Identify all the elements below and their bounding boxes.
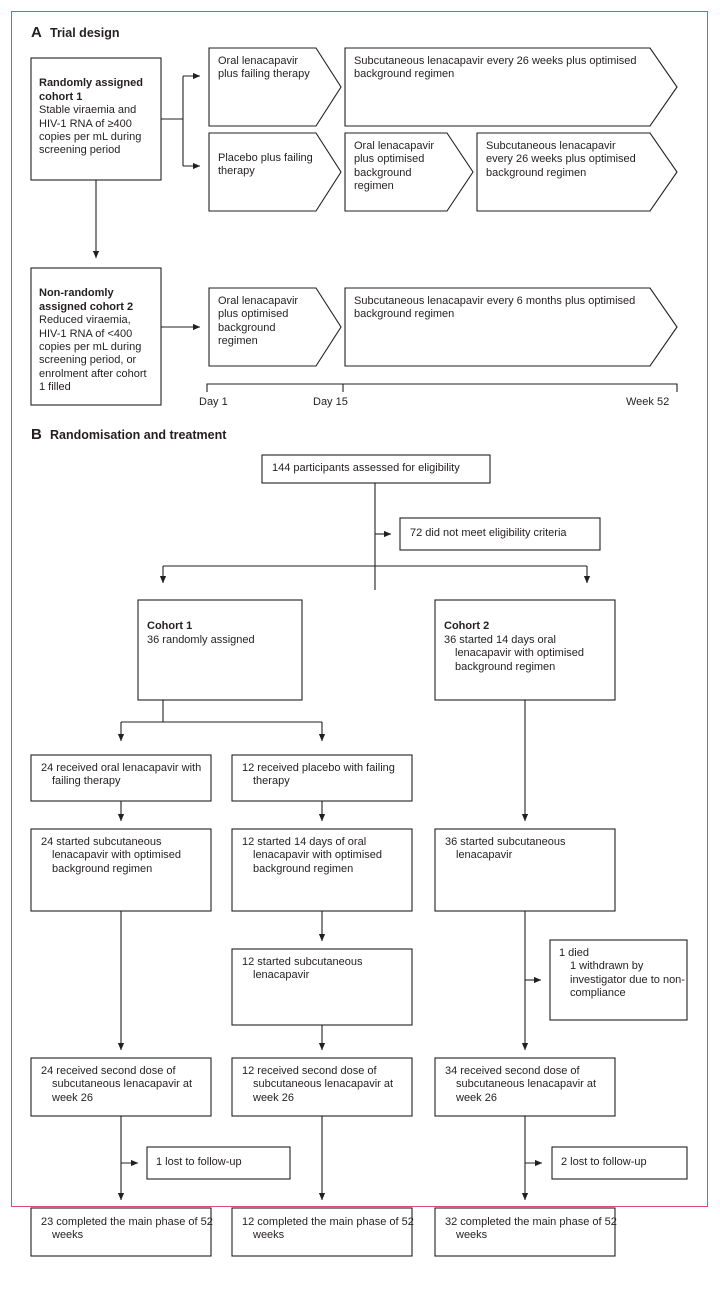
panel-b-letter: B	[31, 426, 42, 443]
figure-border	[11, 11, 708, 1207]
node-c1-sc: 24 started subcutaneous lenacapavir with…	[41, 836, 182, 875]
cohort2-design-body: Reduced viraemia, HIV-1 RNA of <400 copi…	[39, 314, 147, 394]
node-c1-oral: 24 received oral lenacapavir with failin…	[41, 762, 202, 788]
node-cohort2: Cohort 2 36 started 14 days oral lenacap…	[444, 607, 610, 687]
step-placebo-failing: Placebo plus failing therapy	[218, 152, 313, 178]
node-c1p-complete: 12 completed the main phase of 52 weeks	[242, 1216, 414, 1242]
step-oral-lena-obr: Oral lenacapavir plus optimised backgrou…	[354, 140, 435, 193]
node-excluded: 72 did not meet eligibility criteria	[410, 527, 567, 539]
node-c2-sc: 36 started subcutaneous lenacapavir	[445, 836, 566, 862]
node-c2-complete: 32 completed the main phase of 52 weeks	[445, 1216, 617, 1242]
node-cohort2-heading: Cohort 2	[444, 620, 490, 633]
step-sc-lena-26wk-obr: Subcutaneous lenacapavir every 26 weeks …	[354, 55, 637, 81]
step-sc-lena-26wk-obr-2: Subcutaneous lenacapavir every 26 weeks …	[486, 140, 636, 179]
cohort1-design-body: Stable viraemia and HIV-1 RNA of ≥400 co…	[39, 104, 142, 157]
node-c1-complete: 23 completed the main phase of 52 weeks	[41, 1216, 213, 1242]
node-c2-loss: 1 died 1 withdrawn by investigator due t…	[559, 947, 685, 1000]
node-cohort1-body: 36 randomly assigned	[147, 633, 255, 646]
cohort1-design-box: Randomly assigned cohort 1 Stable viraem…	[39, 64, 155, 158]
node-c1-lost: 1 lost to follow-up	[156, 1156, 242, 1168]
timeline-tick-day15: Day 15	[313, 396, 348, 408]
cohort2-design-heading: Non-randomly assigned cohort 2	[39, 287, 134, 313]
node-c1-placebo-sc: 12 started subcutaneous lenacapavir	[242, 956, 363, 982]
cohort1-design-heading: Randomly assigned cohort 1	[39, 77, 143, 103]
node-c1-second-dose: 24 received second dose of subcutaneous …	[41, 1065, 193, 1104]
cohort2-design-box: Non-randomly assigned cohort 2 Reduced v…	[39, 274, 155, 395]
timeline-tick-day1: Day 1	[199, 396, 228, 408]
node-c1p-second-dose: 12 received second dose of subcutaneous …	[242, 1065, 394, 1104]
node-cohort1-heading: Cohort 1	[147, 620, 193, 633]
panel-a-letter: A	[31, 24, 42, 41]
node-cohort2-body: 36 started 14 days oral lenacapavir with…	[444, 633, 585, 673]
step-cohort2-oral-lena-obr: Oral lenacapavir plus optimised backgrou…	[218, 295, 299, 348]
node-assessed: 144 participants assessed for eligibilit…	[272, 462, 460, 474]
step-cohort2-sc-lena-6mo-obr: Subcutaneous lenacapavir every 6 months …	[354, 295, 636, 321]
timeline-tick-week52: Week 52	[626, 396, 670, 408]
node-c2-second-dose: 34 received second dose of subcutaneous …	[445, 1065, 597, 1104]
node-cohort1: Cohort 1 36 randomly assigned	[147, 607, 297, 647]
node-c1-placebo-oral: 12 started 14 days of oral lenacapavir w…	[242, 836, 383, 875]
panel-b-title: Randomisation and treatment	[50, 428, 227, 442]
node-c2-lost: 2 lost to follow-up	[561, 1156, 647, 1168]
panel-a-title: Trial design	[50, 26, 120, 40]
node-c1-placebo: 12 received placebo with failing therapy	[242, 762, 395, 788]
step-oral-lena-failing: Oral lenacapavir plus failing therapy	[218, 55, 310, 81]
